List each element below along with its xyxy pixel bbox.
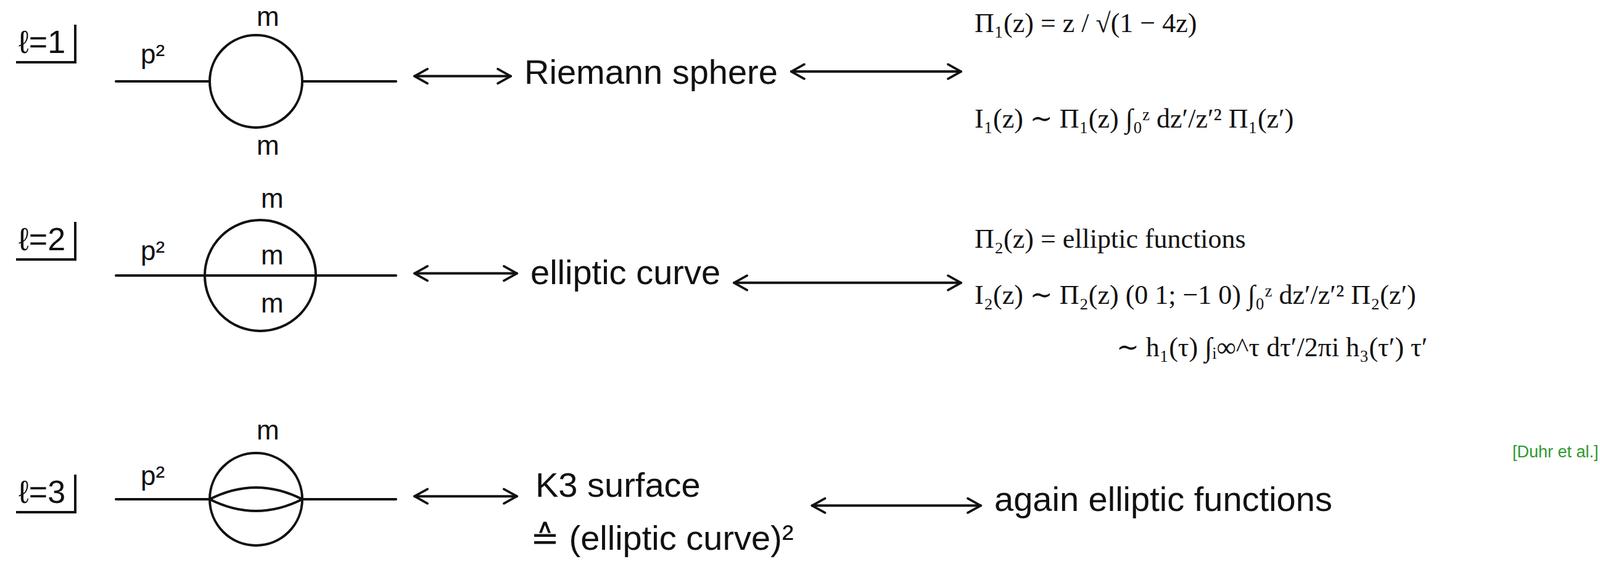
- term-text: K3 surface: [535, 465, 799, 506]
- equivalence-arrow: [414, 75, 511, 78]
- geometry-term: Riemann sphere: [524, 52, 778, 92]
- propagator-label: p²: [140, 462, 165, 490]
- propagator-label: m: [260, 185, 284, 213]
- formula-block: Π₁(z) = z / √(1 − 4z) I₁(z) ∼ Π₁(z) ∫₀ᶻ d…: [974, 6, 1294, 136]
- feynman-diagram: p²mmm: [111, 178, 401, 371]
- equivalence-arrow: [414, 495, 517, 498]
- formula-line: I₁(z) ∼ Π₁(z) ∫₀ᶻ dz′/z′² Π₁(z′): [974, 101, 1294, 136]
- formula-line: Π₂(z) = elliptic functions: [974, 222, 1417, 256]
- term-text: elliptic curve: [530, 252, 721, 293]
- formula-block: Π₂(z) = elliptic functionsI₂(z) ∼ Π₂(z) …: [974, 222, 1417, 365]
- term-text: Riemann sphere: [524, 52, 778, 92]
- feynman-graph: [111, 178, 401, 371]
- propagator-label: m: [256, 3, 280, 31]
- formula-line: I₂(z) ∼ Π₂(z) (0 1; −1 0) ∫₀ᶻ dz′/z′² Π₂…: [974, 278, 1417, 313]
- loop-order-label: ℓ=2: [16, 222, 77, 261]
- citation-note: [Duhr et al.]: [1512, 442, 1599, 462]
- equivalence-arrow: [734, 281, 961, 285]
- geometry-term: elliptic curve: [530, 252, 721, 293]
- propagator-label: m: [260, 241, 284, 269]
- loop-order-label: ℓ=3: [16, 474, 77, 514]
- feynman-diagram: p² m m: [111, 0, 401, 161]
- propagator-label: p²: [140, 40, 165, 68]
- equivalence-arrow: [791, 70, 961, 73]
- formula-line: ∼ h₁(τ) ∫ᵢ∞^τ dτ′/2πi h₃(τ′) τ′: [1116, 330, 1559, 365]
- geometry-term: K3 surface≙ (elliptic curve)²: [535, 465, 799, 559]
- propagator-label: p²: [140, 237, 165, 265]
- feynman-diagram: p² m: [111, 400, 401, 562]
- propagator-label: m: [260, 289, 284, 318]
- feynman-graph: [111, 0, 401, 161]
- equivalence-arrow: [812, 504, 981, 508]
- propagator-label: m: [256, 131, 280, 160]
- equivalence-arrow: [414, 272, 517, 276]
- term-text: ≙ (elliptic curve)²: [530, 518, 794, 559]
- propagator-label: m: [256, 416, 280, 445]
- loop-order-label: ℓ=1: [16, 24, 77, 64]
- formula-line: Π₁(z) = z / √(1 − 4z): [974, 6, 1294, 41]
- geometry-term: again elliptic functions: [994, 479, 1333, 520]
- term-text: again elliptic functions: [994, 479, 1333, 520]
